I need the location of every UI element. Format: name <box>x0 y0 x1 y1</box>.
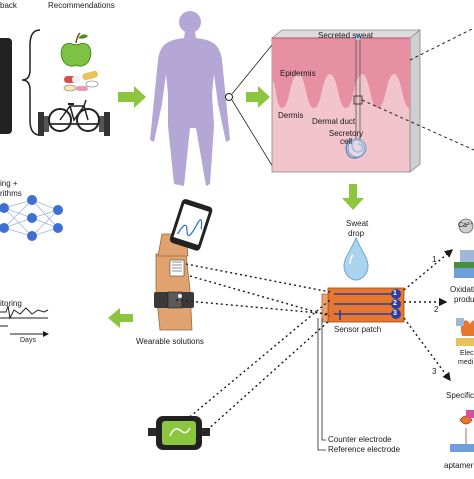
secretory-cell-label-line2: cell <box>339 137 352 147</box>
sweat-drop-label-line2: drop <box>348 229 365 238</box>
secretory-cell-label-line1: Secretory <box>328 129 364 138</box>
specific-label: Specific <box>446 391 474 400</box>
dermis-label: Dermis <box>278 111 304 120</box>
counter-electrode-label: Counter electrode <box>328 435 392 444</box>
recommendations-label: Recommendations <box>48 1 115 10</box>
arm-with-smartphone <box>154 199 213 331</box>
arrow-to-monitoring <box>108 308 133 328</box>
skin-zoom-marker <box>225 93 233 101</box>
arrow-to-skin <box>246 86 270 108</box>
recommendations-bracket <box>21 29 41 136</box>
electrode-markers <box>391 289 401 319</box>
ml-label-line2: rithms <box>0 189 22 198</box>
dermal-duct-label: Dermal duct <box>312 117 356 126</box>
ion-label: Ca²⁺ <box>458 222 473 229</box>
dotted-connectors <box>175 249 454 441</box>
electrode-number-1: 1 <box>393 290 397 297</box>
feedback-label: back <box>0 1 17 10</box>
smartphone-edge-icon <box>0 38 12 134</box>
pills-icon <box>63 70 99 92</box>
oxidation-label-line1: Oxidati <box>450 285 474 294</box>
aptamer-detection-icon <box>450 410 474 452</box>
sensor-patch <box>317 287 405 451</box>
exercise-icon <box>38 99 110 136</box>
path-number-2: 2 <box>434 305 439 314</box>
sensor-patch-label: Sensor patch <box>334 325 382 334</box>
sweat-drop-icon <box>343 236 369 281</box>
electrode-mediator-label-line1: Elec <box>460 350 474 357</box>
skin-cross-section <box>270 29 422 173</box>
wearable-solutions-label: Wearable solutions <box>136 337 204 346</box>
human-body-figure <box>150 11 230 186</box>
arrow-to-sweat-drop <box>342 184 364 210</box>
neural-network-icon <box>0 195 63 241</box>
path-number-3: 3 <box>432 367 437 376</box>
secretory-cell-label: Secretory cell <box>326 129 366 147</box>
epidermis-label: Epidermis <box>280 69 316 78</box>
reference-electrode-label: Reference electrode <box>328 445 401 454</box>
ion-detection-icon <box>454 218 474 278</box>
electrode-number-2: 2 <box>393 300 397 307</box>
smartwatch-icon <box>148 416 210 450</box>
arrow-to-body <box>118 86 146 108</box>
enzyme-detection-icon <box>456 318 474 346</box>
sweat-drop-label-line1: Sweat <box>346 219 369 228</box>
monitoring-plot <box>0 305 49 337</box>
days-label: Days <box>20 337 36 344</box>
electrode-mediator-label-line2: medi <box>458 359 474 366</box>
path-number-1: 1 <box>432 255 437 264</box>
ml-label-line1: ing + <box>0 179 18 188</box>
aptamer-label: aptamer <box>444 461 474 470</box>
apple-icon <box>60 32 92 67</box>
oxidation-label-line2: produ <box>454 295 474 304</box>
electrode-number-3: 3 <box>393 310 397 317</box>
flow-arrows <box>108 86 364 328</box>
secreted-sweat-label: Secreted sweat <box>318 31 374 40</box>
monitoring-label: itoring <box>0 299 22 308</box>
